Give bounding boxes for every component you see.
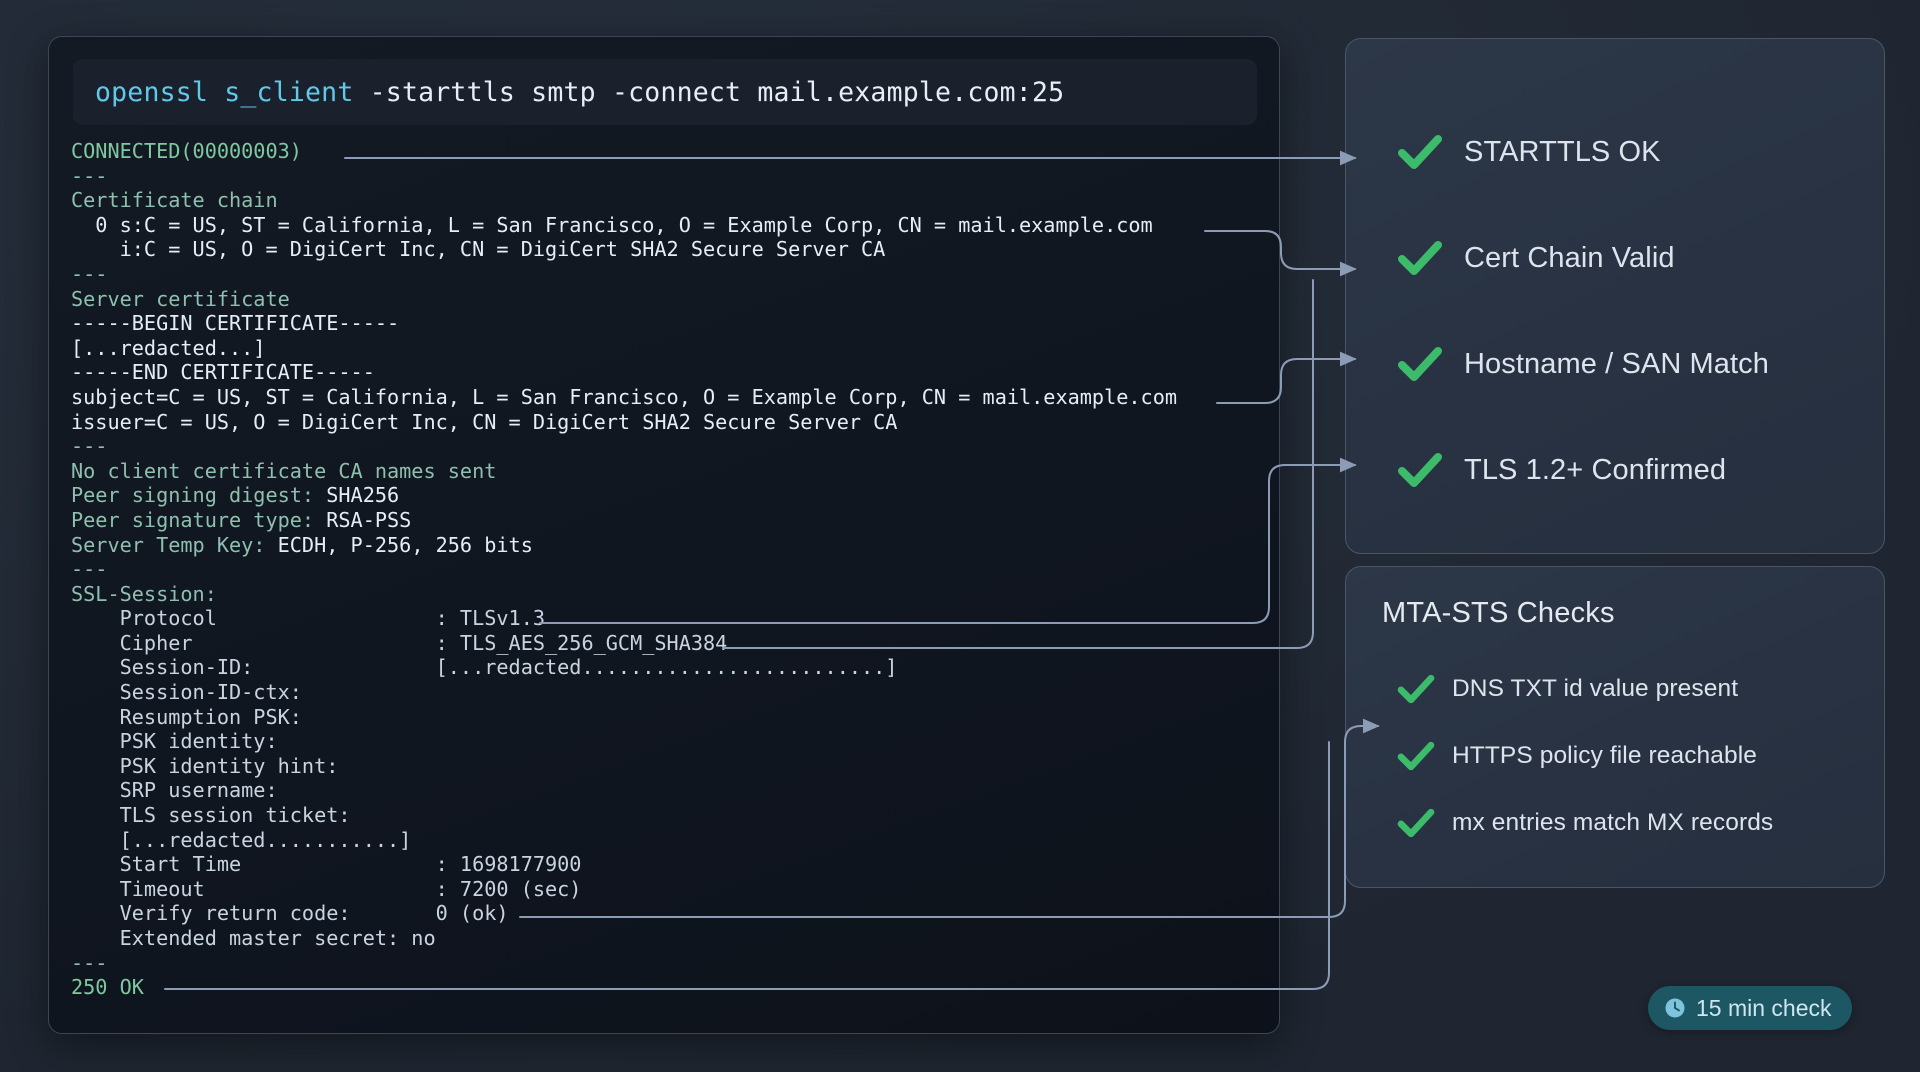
- terminal-line: ---: [71, 434, 108, 459]
- terminal-line-value: SHA256: [314, 483, 400, 508]
- terminal-line: ---: [71, 261, 108, 286]
- mta-check-row[interactable]: HTTPS policy file reachable: [1396, 736, 1757, 776]
- terminal-line: [...redacted...]: [71, 335, 266, 360]
- mta-check-row[interactable]: DNS TXT id value present: [1396, 669, 1738, 709]
- terminal-line-label: Peer signature type:: [71, 507, 315, 532]
- terminal-line: ---: [71, 950, 108, 975]
- result-check-label: TLS 1.2+ Confirmed: [1464, 453, 1727, 486]
- terminal-line: Extended master secret: no: [71, 926, 436, 950]
- terminal-line-label: Server Temp Key:: [71, 532, 266, 557]
- terminal-line: Session-ID: [...redacted................…: [71, 655, 898, 680]
- check-icon: [1398, 241, 1442, 275]
- terminal-line: Cipher : TLS_AES_256_GCM_SHA384: [71, 630, 728, 655]
- terminal-line: Peer signing digest: SHA256: [71, 483, 1271, 508]
- terminal-line: Server certificate: [71, 286, 290, 311]
- result-check-label: Cert Chain Valid: [1464, 241, 1675, 274]
- check-icon: [1397, 674, 1435, 704]
- mta-check-label: HTTPS policy file reachable: [1452, 742, 1757, 769]
- terminal-line: Verify return code: 0 (ok): [71, 901, 509, 926]
- terminal-line: TLS session ticket:: [71, 803, 351, 828]
- check-icon: [1398, 453, 1442, 487]
- command-line: openssl s_client -starttls smtp -connect…: [95, 77, 1064, 108]
- terminal-line: Server Temp Key: ECDH, P-256, 256 bits: [71, 533, 1271, 558]
- terminal-line-value: RSA-PSS: [314, 507, 412, 532]
- terminal-line: PSK identity:: [71, 729, 278, 754]
- terminal-line: ---: [71, 557, 108, 582]
- terminal-line: [...redacted...........]: [71, 827, 412, 852]
- terminal-line: issuer=C = US, O = DigiCert Inc, CN = Di…: [71, 409, 898, 434]
- terminal-line: Peer signature type: RSA-PSS: [71, 508, 1271, 533]
- terminal-line: ---: [71, 163, 108, 188]
- command-program: openssl s_client: [95, 76, 354, 108]
- refresh-interval-badge[interactable]: 15 min check: [1648, 986, 1852, 1030]
- result-check-label: STARTTLS OK: [1464, 135, 1661, 168]
- terminal-line: -----END CERTIFICATE-----: [71, 360, 375, 385]
- result-check-row[interactable]: TLS 1.2+ Confirmed: [1396, 446, 1726, 494]
- terminal-output: CONNECTED(00000003)---Certificate chain …: [71, 139, 1271, 1000]
- terminal-line: i:C = US, O = DigiCert Inc, CN = DigiCer…: [71, 237, 886, 262]
- result-check-row[interactable]: Cert Chain Valid: [1396, 234, 1675, 282]
- terminal-line: PSK identity hint:: [71, 753, 339, 778]
- check-icon: [1398, 135, 1442, 169]
- terminal-line: Protocol : TLSv1.3: [71, 606, 546, 631]
- mta-check-row[interactable]: mx entries match MX records: [1396, 803, 1773, 843]
- check-icon: [1398, 347, 1442, 381]
- terminal-window: openssl s_client -starttls smtp -connect…: [48, 36, 1280, 1034]
- mta-sts-panel-title: MTA-STS Checks: [1382, 597, 1615, 629]
- terminal-line-value: ECDH, P-256, 256 bits: [265, 532, 533, 557]
- terminal-line: No client certificate CA names sent: [71, 458, 497, 483]
- terminal-line: SSL-Session:: [71, 581, 217, 606]
- terminal-line: Start Time : 1698177900: [71, 852, 582, 877]
- command-bar[interactable]: openssl s_client -starttls smtp -connect…: [73, 59, 1257, 125]
- result-check-label: Hostname / SAN Match: [1464, 347, 1769, 380]
- terminal-line: -----BEGIN CERTIFICATE-----: [71, 311, 400, 336]
- terminal-line: CONNECTED(00000003): [71, 139, 302, 163]
- check-icon: [1397, 808, 1435, 838]
- terminal-line: SRP username:: [71, 778, 278, 803]
- terminal-line: 250 OK: [71, 975, 144, 1000]
- command-args: -starttls smtp -connect mail.example.com…: [353, 76, 1065, 108]
- terminal-line: Timeout : 7200 (sec): [71, 876, 582, 901]
- terminal-line: 0 s:C = US, ST = California, L = San Fra…: [71, 212, 1153, 237]
- terminal-line: Session-ID-ctx:: [71, 680, 302, 705]
- check-icon: [1397, 741, 1435, 771]
- results-panel: [1345, 38, 1885, 554]
- clock-icon: [1665, 998, 1685, 1018]
- result-check-row[interactable]: STARTTLS OK: [1396, 128, 1661, 176]
- mta-check-label: mx entries match MX records: [1452, 809, 1774, 836]
- refresh-interval-label: 15 min check: [1696, 994, 1832, 1021]
- terminal-line-label: Peer signing digest:: [71, 483, 315, 508]
- terminal-line: Resumption PSK:: [71, 704, 302, 729]
- terminal-line: Certificate chain: [71, 188, 278, 213]
- mta-check-label: DNS TXT id value present: [1452, 675, 1739, 702]
- terminal-line: subject=C = US, ST = California, L = San…: [71, 384, 1178, 409]
- result-check-row[interactable]: Hostname / SAN Match: [1396, 340, 1769, 388]
- mta-sts-panel: MTA-STS Checks: [1345, 566, 1885, 888]
